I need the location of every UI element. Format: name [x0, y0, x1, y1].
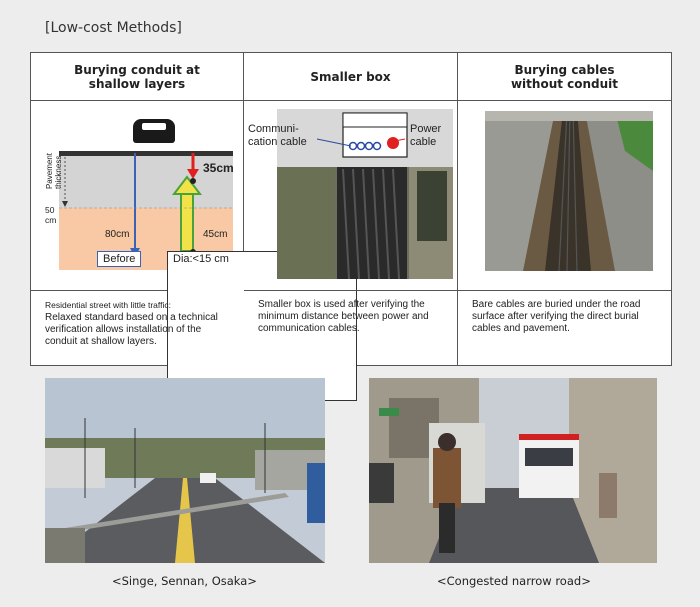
description-text: Relaxed standard based on a technical ve… — [45, 312, 218, 347]
street-photo-sennan — [45, 378, 325, 563]
depth-50-label: 50 cm — [45, 205, 57, 225]
street-photo-narrow-road — [369, 378, 657, 563]
description-text: Bare cables are buried under the road su… — [472, 299, 641, 334]
depth-45-label: 45cm — [203, 229, 228, 240]
no-conduit-image — [458, 101, 671, 291]
description-text: Smaller box is used after verifying the … — [258, 299, 429, 334]
cable-trench-photo — [485, 111, 653, 271]
description-note: Residential street with little traffic: — [45, 300, 171, 310]
pavement-layer — [59, 156, 233, 208]
methods-table: Burying conduit at shallow layers Paveme… — [30, 52, 672, 401]
column-no-conduit: Burying cables without conduit — [458, 53, 671, 365]
before-label: Before — [97, 251, 142, 267]
section-title: [Low-cost Methods] — [45, 20, 182, 36]
diagram-shallow-conduit: Pavement thickness 50 cm — [31, 101, 357, 401]
column-description: Smaller box is used after verifying the … — [244, 291, 457, 335]
caption-left: <Singe, Sennan, Osaka> — [112, 574, 257, 588]
smaller-box-image: Communi- cation cable Power cable — [244, 101, 457, 291]
depth-35-label: 35cm — [203, 161, 234, 175]
column-description: Bare cables are buried under the road su… — [458, 291, 671, 335]
column-header: Burying cables without conduit — [458, 53, 671, 101]
caption-right: <Congested narrow road> — [437, 574, 591, 588]
column-description: Residential street with little traffic: … — [31, 291, 243, 348]
column-header: Smaller box — [244, 53, 457, 101]
communication-cable-label: Communi- cation cable — [248, 123, 307, 148]
smaller-box-photo — [277, 109, 453, 279]
column-smaller-box: Smaller box — [244, 53, 458, 365]
column-shallow-conduit: Burying conduit at shallow layers Paveme… — [31, 53, 357, 401]
depth-80-label: 80cm — [105, 229, 130, 240]
power-cable-label: Power cable — [410, 123, 442, 148]
road-surface — [59, 151, 233, 156]
car-icon — [133, 119, 175, 143]
column-header: Burying conduit at shallow layers — [31, 53, 243, 101]
depth-arrows — [59, 153, 233, 257]
